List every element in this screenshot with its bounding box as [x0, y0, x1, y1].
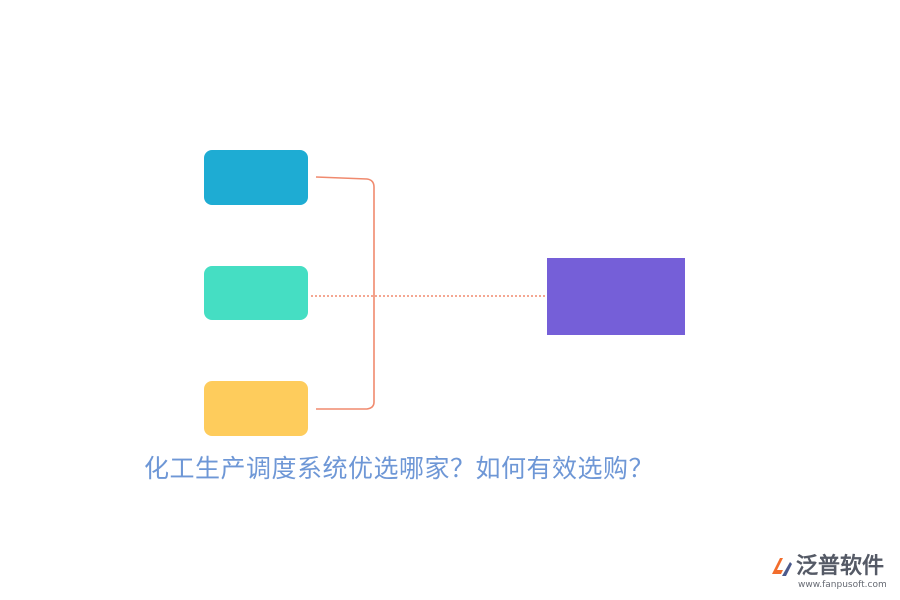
- source-box-bottom: [204, 381, 308, 436]
- source-box-middle: [204, 266, 308, 320]
- fanpu-logo-icon: [772, 558, 792, 576]
- logo-name: 泛普软件: [796, 554, 885, 579]
- source-box-top: [204, 150, 308, 205]
- logo-url: www.fanpusoft.com: [798, 580, 887, 590]
- target-box: [547, 258, 685, 335]
- bracket-connector: [315, 176, 375, 410]
- brand-logo[interactable]: 泛普软件 www.fanpusoft.com: [768, 552, 892, 592]
- headline-text: 化工生产调度系统优选哪家？如何有效选购？: [144, 454, 655, 483]
